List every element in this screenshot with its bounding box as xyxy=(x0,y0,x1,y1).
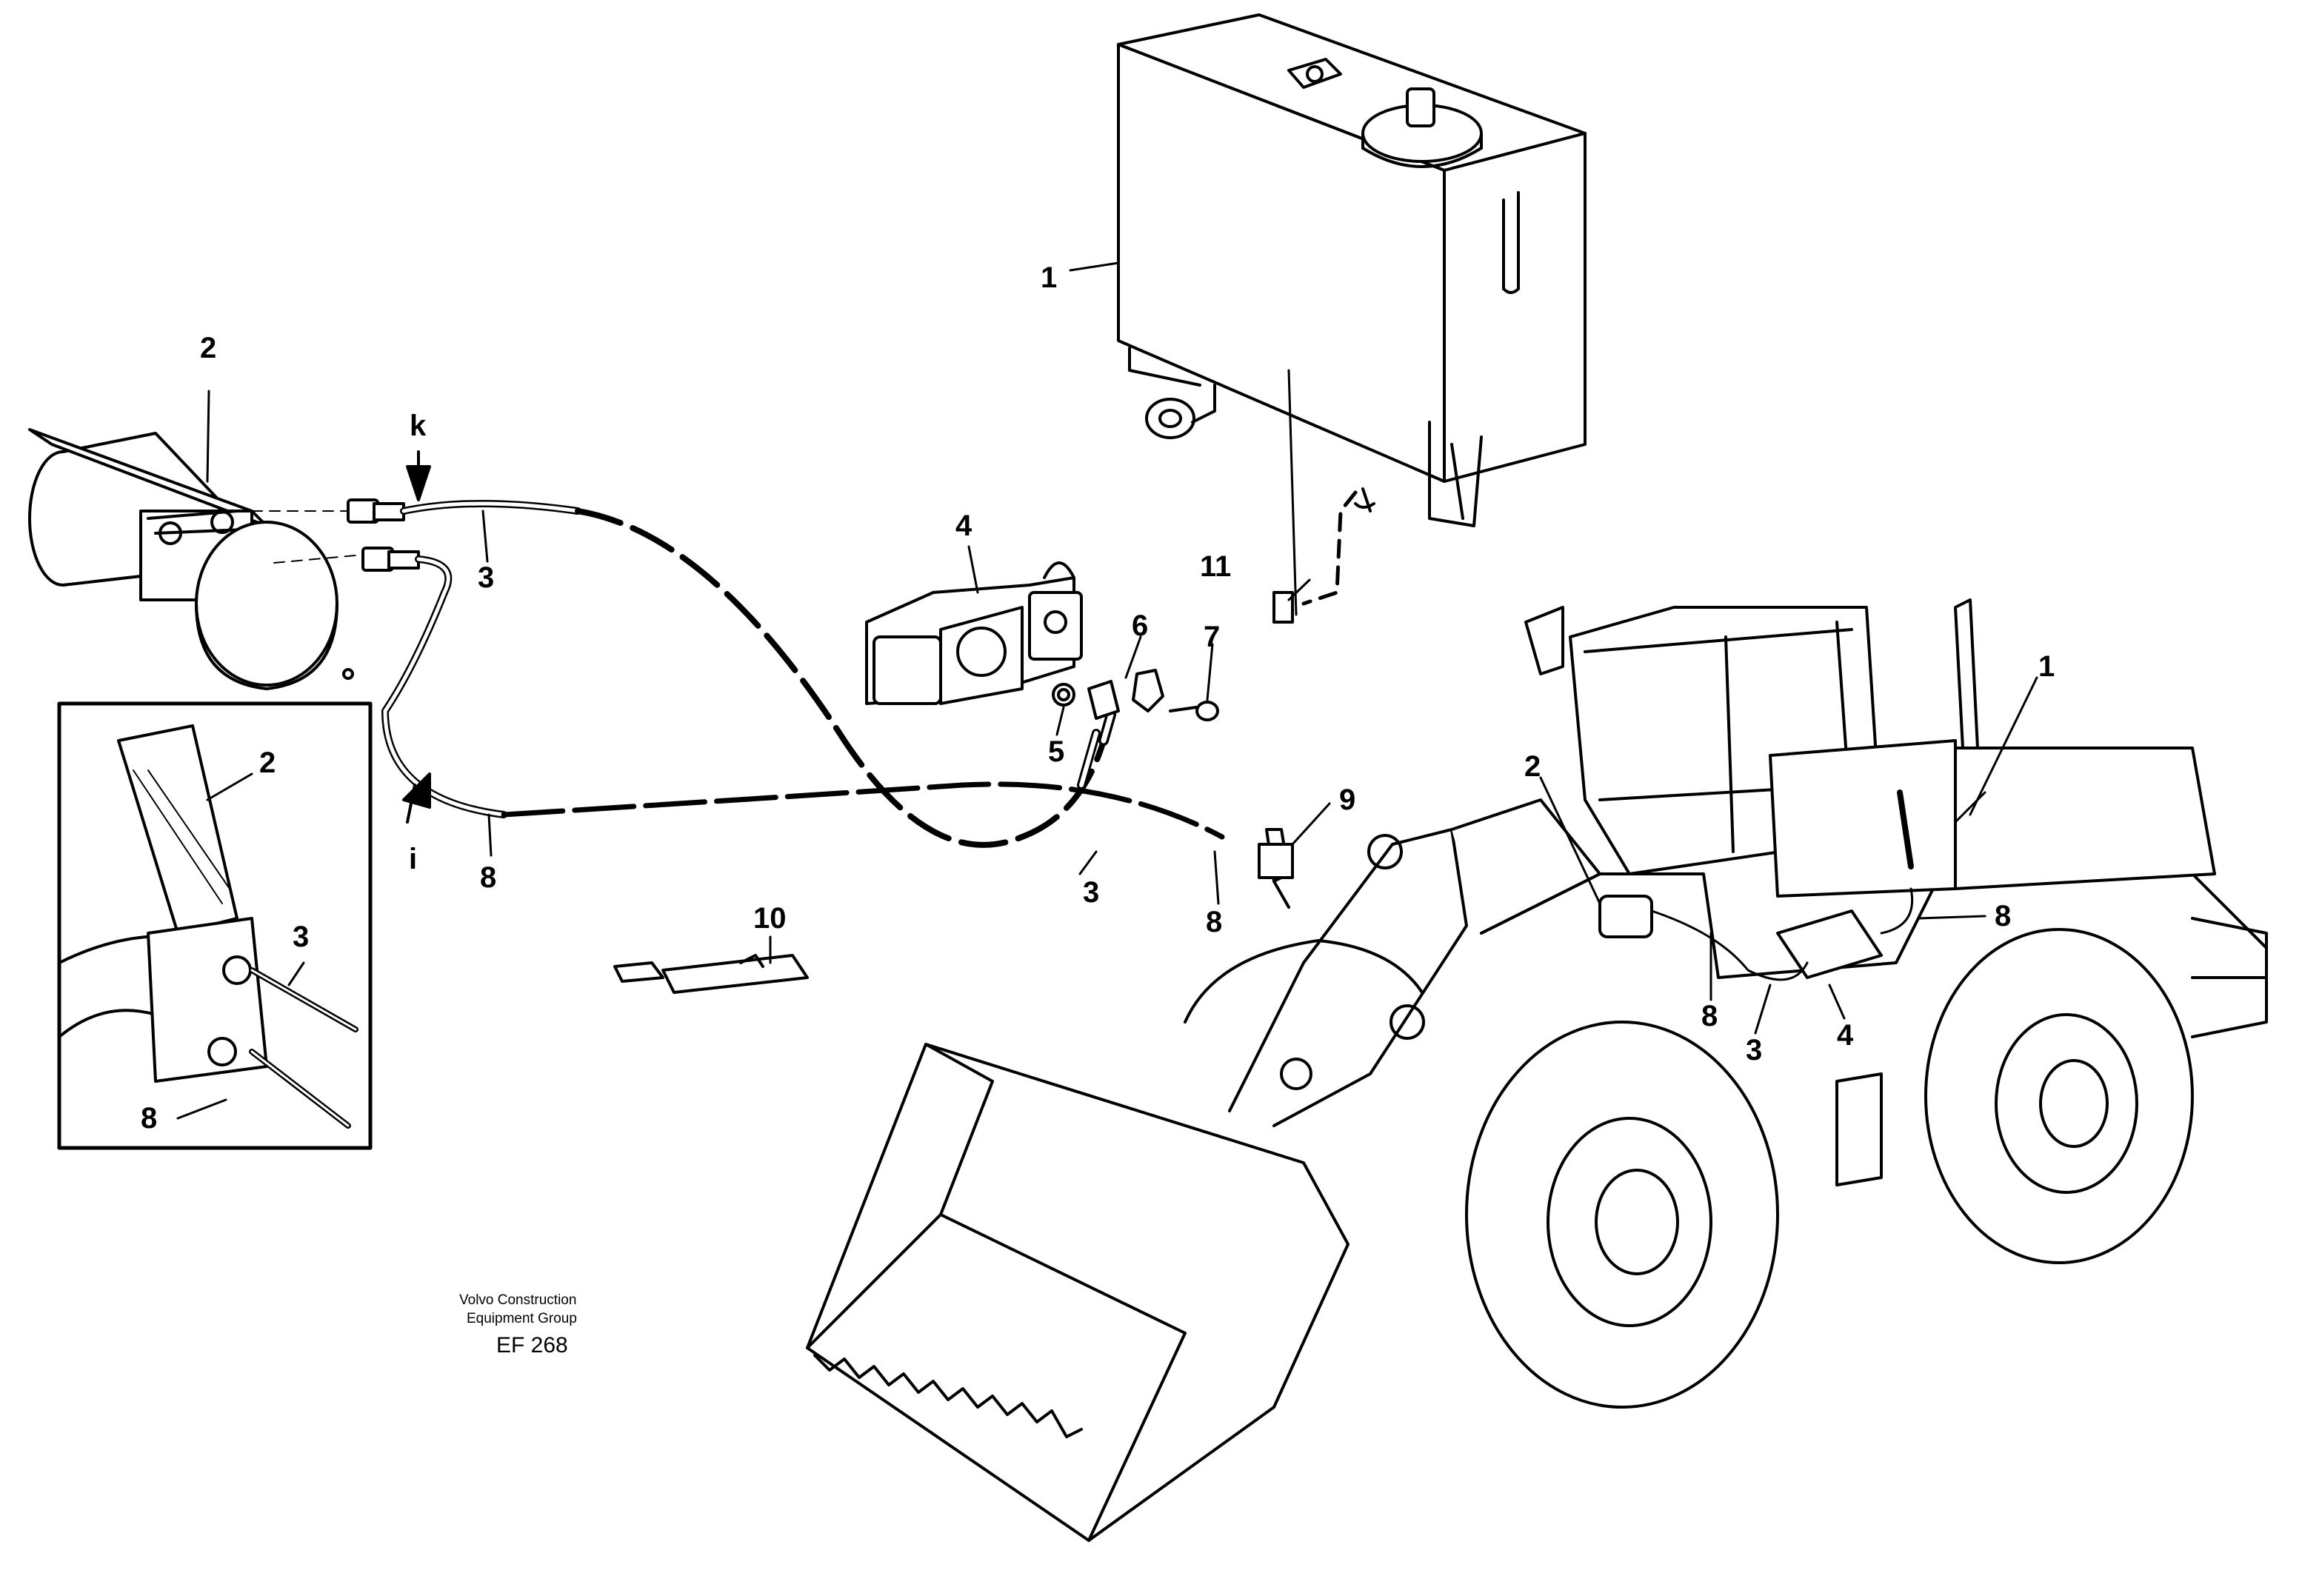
company-name-line1: Volvo Construction xyxy=(459,1292,577,1308)
callout-hose-8-on-loader-left: 8 xyxy=(1701,1000,1718,1032)
pump-assembly xyxy=(865,561,1083,705)
callout-washer: 5 xyxy=(1048,735,1065,768)
callout-pedal: 2 xyxy=(200,332,217,364)
callout-screw: 7 xyxy=(1204,621,1221,653)
fittings xyxy=(1258,591,1294,909)
callout-fitting: 9 xyxy=(1339,784,1356,816)
decal-plate xyxy=(613,954,809,994)
callout-pedal-on-loader: 2 xyxy=(1524,750,1541,783)
callout-hydraulic-tank-on-loader: 1 xyxy=(2038,650,2055,683)
callout-hose-8-middle: 8 xyxy=(1206,906,1223,938)
callout-pump-on-loader: 4 xyxy=(1837,1019,1854,1052)
figure-code: EF 268 xyxy=(496,1333,568,1358)
arrow-label-k: k xyxy=(410,410,427,442)
leader-lines xyxy=(176,261,2038,1120)
hydraulic-tank xyxy=(1117,13,1587,527)
callout-clamp: 6 xyxy=(1132,610,1149,642)
callout-hose-8: 8 xyxy=(480,861,497,894)
return-line xyxy=(1287,369,1358,616)
callout-pedal-inset: 2 xyxy=(259,747,276,779)
callout-pump: 4 xyxy=(955,510,972,542)
hose-3 xyxy=(400,500,1116,848)
inset-detail xyxy=(57,701,373,1150)
arrow-label-i: i xyxy=(409,843,418,875)
callout-hose-8-inset: 8 xyxy=(141,1102,158,1135)
callout-hydraulic-tank: 1 xyxy=(1041,261,1058,294)
callout-hose-3-on-loader: 3 xyxy=(1746,1034,1763,1066)
flow-arrows xyxy=(402,450,431,824)
pedal-valve-assembly xyxy=(28,428,356,690)
callout-hose-8-on-loader-right: 8 xyxy=(1995,900,2012,932)
callout-nipple: 11 xyxy=(1200,550,1232,583)
callout-hose-3-middle: 3 xyxy=(1083,876,1100,909)
small-parts xyxy=(1052,669,1219,721)
company-name-line2: Equipment Group xyxy=(467,1311,577,1326)
callout-hose-3-inset: 3 xyxy=(293,921,310,953)
wheel-loader xyxy=(806,598,2268,1542)
callout-decal: 10 xyxy=(753,902,787,935)
callout-hose-3: 3 xyxy=(478,561,495,594)
